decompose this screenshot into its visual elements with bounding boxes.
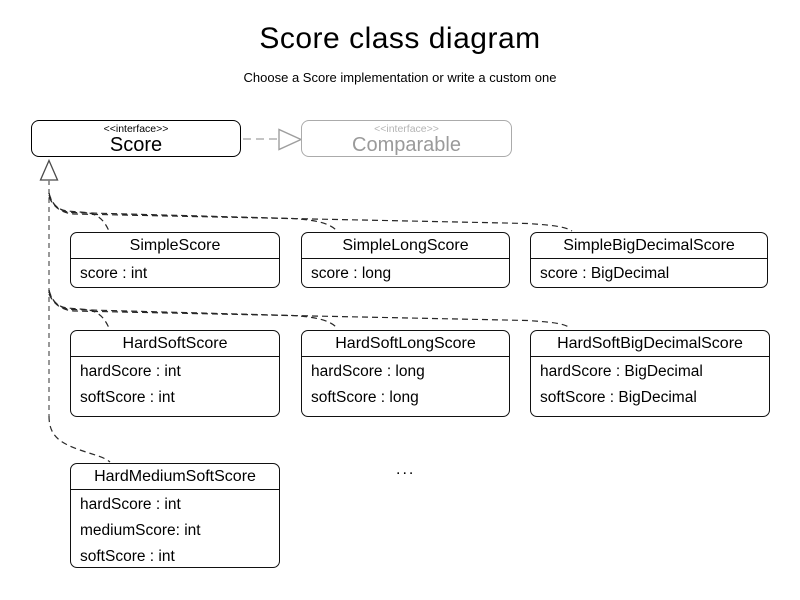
class-name: SimpleBigDecimalScore bbox=[531, 233, 767, 259]
class-hardsoftbigdecimalscore: HardSoftBigDecimalScore hardScore : BigD… bbox=[530, 330, 770, 417]
class-name: HardSoftBigDecimalScore bbox=[531, 331, 769, 357]
inheritance-connector-simplescore bbox=[48, 192, 110, 232]
class-simplelongscore: SimpleLongScore score : long bbox=[301, 232, 510, 288]
class-hardmediumsoftscore: HardMediumSoftScore hardScore : int medi… bbox=[70, 463, 280, 568]
inheritance-connector-hardsoftlongscore bbox=[48, 291, 338, 329]
interface-score-name: Score bbox=[109, 134, 163, 156]
class-attribute: softScore : BigDecimal bbox=[540, 389, 697, 406]
class-attribute: score : BigDecimal bbox=[540, 265, 670, 282]
class-attribute: hardScore : int bbox=[80, 496, 181, 513]
interface-score-stereotype: <<interface>> bbox=[103, 123, 169, 135]
inheritance-connector-hardmediumsoftscore bbox=[48, 415, 111, 463]
class-name: SimpleLongScore bbox=[302, 233, 509, 259]
generalization-arrowhead-icon bbox=[39, 158, 59, 181]
realization-arrowhead-icon bbox=[278, 128, 303, 151]
class-attribute: softScore : int bbox=[80, 548, 175, 565]
class-name: HardSoftLongScore bbox=[302, 331, 509, 357]
class-attribute: score : long bbox=[311, 265, 392, 282]
class-attribute: hardScore : BigDecimal bbox=[540, 363, 703, 380]
class-attribute: score : int bbox=[80, 265, 148, 282]
class-hardsoftlongscore: HardSoftLongScore hardScore : long softS… bbox=[301, 330, 510, 417]
page-subtitle: Choose a Score implementation or write a… bbox=[243, 70, 557, 85]
class-simplescore: SimpleScore score : int bbox=[70, 232, 280, 288]
inheritance-connector-simplebigdecimalscore bbox=[48, 196, 573, 232]
inheritance-connector-hardsoftscore bbox=[48, 289, 110, 329]
class-hardsoftscore: HardSoftScore hardScore : int softScore … bbox=[70, 330, 280, 417]
inheritance-connector-hardsoftbigdecimalscore bbox=[48, 293, 571, 329]
class-name: SimpleScore bbox=[71, 233, 279, 259]
class-attribute: softScore : int bbox=[80, 389, 175, 406]
interface-score: <<interface>> Score bbox=[31, 120, 241, 157]
class-simplebigdecimalscore: SimpleBigDecimalScore score : BigDecimal bbox=[530, 232, 768, 288]
page-title: Score class diagram bbox=[259, 22, 541, 55]
interface-comparable-name: Comparable bbox=[352, 134, 461, 156]
interface-comparable: <<interface>> Comparable bbox=[301, 120, 512, 157]
class-attribute: hardScore : long bbox=[311, 363, 425, 380]
class-attribute: softScore : long bbox=[311, 389, 419, 406]
class-name: HardSoftScore bbox=[71, 331, 279, 357]
class-attribute: hardScore : int bbox=[80, 363, 181, 380]
more-implementations-ellipsis: ... bbox=[396, 461, 416, 478]
interface-comparable-stereotype: <<interface>> bbox=[374, 123, 439, 135]
inheritance-connector-simplelongscore bbox=[48, 194, 338, 232]
class-attribute: mediumScore: int bbox=[80, 522, 201, 539]
class-name: HardMediumSoftScore bbox=[71, 464, 279, 490]
